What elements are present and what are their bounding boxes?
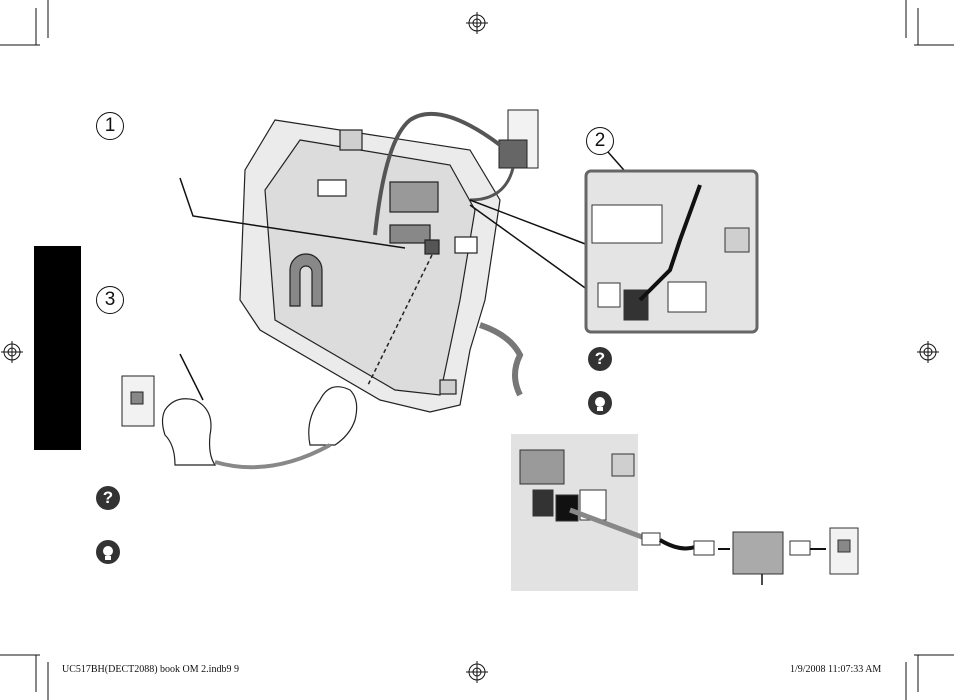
phone-line-path: [367, 254, 433, 386]
power-adapter-illustration: [373, 109, 539, 236]
footer-timestamp: 1/9/2008 11:07:33 AM: [790, 664, 882, 675]
wall-jack-illustration: [121, 375, 155, 427]
inset-tel-line-illustration: [584, 169, 759, 334]
registration-marks: [1, 12, 939, 683]
step-3-number: 3: [96, 286, 124, 314]
step-2-number: 2: [586, 127, 614, 155]
section-tab: [34, 246, 81, 450]
footer-file-name: UC517BH(DECT2088) book OM 2.indb9 9: [62, 664, 239, 675]
hands-illustration: [161, 386, 358, 470]
question-icon: ?: [96, 486, 120, 510]
question-icon: ?: [588, 347, 612, 371]
base-unit-illustration: [239, 119, 524, 413]
step-1-number: 1: [96, 112, 124, 140]
dsl-filter-illustration: [511, 434, 859, 591]
